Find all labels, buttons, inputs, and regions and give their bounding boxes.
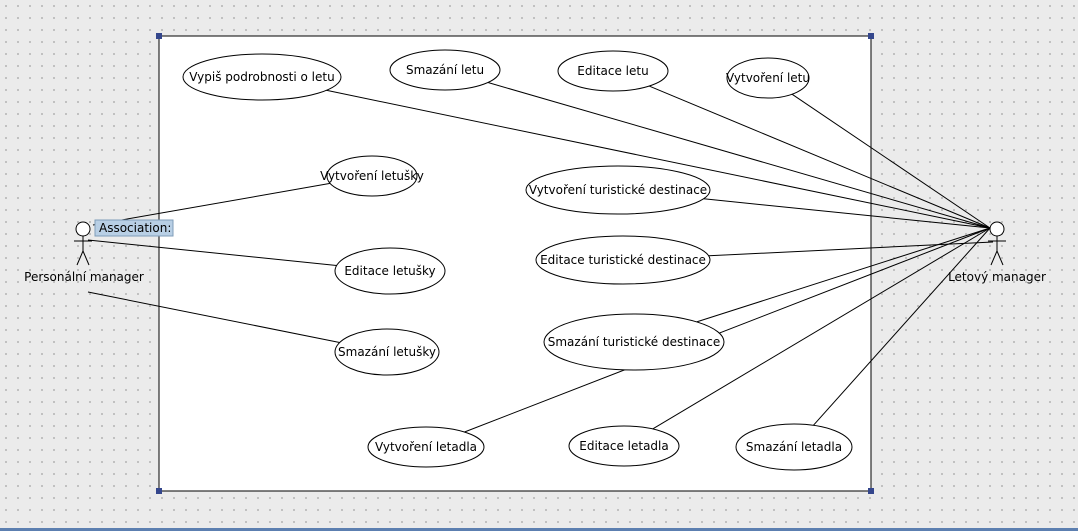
use-case-label: Editace turistické destinace — [540, 253, 706, 267]
use-case-vytvoreni-letadla[interactable]: Vytvoření letadla — [367, 426, 485, 468]
use-case-ellipse[interactable] — [535, 235, 711, 285]
use-case-editace-letu[interactable]: Editace letu — [557, 50, 669, 92]
use-case-label: Vypiš podrobnosti o letu — [189, 70, 334, 84]
use-case-label: Smazání letušky — [338, 345, 436, 359]
use-case-label: Smazání turistické destinace — [548, 335, 720, 349]
use-case-editace-letadla[interactable]: Editace letadla — [568, 425, 680, 467]
association-flight-editace-destinace[interactable] — [708, 241, 994, 257]
use-case-vytvoreni-destinace[interactable]: Vytvoření turistické destinace — [525, 165, 711, 215]
use-case-ellipse[interactable] — [735, 423, 853, 471]
use-case-label: Editace letadla — [579, 439, 668, 453]
use-case-smazani-destinace[interactable]: Smazání turistické destinace — [543, 313, 725, 371]
associations-layer — [87, 82, 994, 433]
use-case-ellipse[interactable] — [568, 425, 680, 467]
use-case-ellipse[interactable] — [557, 50, 669, 92]
actor-flight[interactable]: Letový manager — [948, 221, 1046, 284]
system-boundary[interactable] — [158, 35, 872, 492]
use-case-editace-destinace[interactable]: Editace turistické destinace — [535, 235, 711, 285]
actor-right-leg — [82, 250, 90, 266]
use-case-ellipse[interactable] — [326, 155, 418, 197]
actors-layer: Personální manager Letový manager — [24, 221, 1046, 284]
actor-head — [75, 221, 91, 237]
actor-left-leg — [76, 250, 84, 266]
association-flight-vytvoreni-letadla[interactable] — [464, 227, 991, 433]
use-case-label: Vytvoření letu — [726, 71, 810, 85]
use-case-label: Vytvoření letušky — [320, 169, 424, 183]
association-flight-smazani-destinace[interactable] — [696, 227, 991, 323]
use-case-ellipse[interactable] — [182, 53, 342, 101]
resize-handle-bottom-left[interactable] — [156, 488, 162, 494]
use-case-label: Editace letušky — [344, 264, 435, 278]
use-case-vytvoreni-letu[interactable]: Vytvoření letu — [726, 57, 810, 99]
association-flight-smazani-letu[interactable] — [487, 82, 991, 229]
actor-name: Letový manager — [948, 270, 1046, 284]
use-case-ellipse[interactable] — [334, 328, 440, 376]
tooltip-box — [94, 219, 174, 237]
use-case-editace-letusky[interactable]: Editace letušky — [334, 247, 446, 295]
association-personal-vytvoreni-letusky[interactable] — [92, 182, 331, 226]
use-case-label: Vytvoření turistické destinace — [529, 183, 707, 197]
actor-name: Personální manager — [24, 270, 144, 284]
use-case-label: Vytvoření letadla — [375, 440, 477, 454]
use-case-ellipse[interactable] — [726, 57, 810, 99]
association-flight-vytvoreni-destinace[interactable] — [703, 198, 991, 229]
use-case-vytvoreni-letusky[interactable]: Vytvoření letušky — [320, 155, 424, 197]
resize-handle-top-right[interactable] — [868, 33, 874, 39]
use-case-ellipse[interactable] — [389, 49, 501, 91]
association-personal-smazani-letusky[interactable] — [87, 291, 340, 343]
use-case-label: Editace letu — [577, 64, 648, 78]
tooltip-text: Association: — [99, 221, 171, 235]
association-tooltip: Association: — [94, 219, 174, 237]
actor-right-leg — [996, 250, 1004, 266]
use-case-ellipse[interactable] — [334, 247, 446, 295]
use-case-smazani-letusky[interactable]: Smazání letušky — [334, 328, 440, 376]
use-case-label: Smazání letadla — [746, 440, 842, 454]
association-flight-vytvoreni-letu[interactable] — [791, 93, 991, 229]
resize-handle-top-left[interactable] — [156, 33, 162, 39]
actor-left-leg — [990, 250, 998, 266]
use-case-label: Smazání letu — [406, 63, 484, 77]
association-personal-editace-letusky[interactable] — [87, 239, 337, 266]
association-flight-editace-letu[interactable] — [649, 85, 991, 229]
association-flight-smazani-letadla[interactable] — [813, 227, 991, 426]
resize-handle-bottom-right[interactable] — [868, 488, 874, 494]
use-case-ellipse[interactable] — [543, 313, 725, 371]
actor-head — [989, 221, 1005, 237]
use-case-smazani-letadla[interactable]: Smazání letadla — [735, 423, 853, 471]
use-case-vypis[interactable]: Vypiš podrobnosti o letu — [182, 53, 342, 101]
association-flight-vypis[interactable] — [326, 89, 991, 229]
use-case-smazani-letu[interactable]: Smazání letu — [389, 49, 501, 91]
bottom-status-strip — [0, 528, 1078, 531]
association-flight-editace-letadla[interactable] — [652, 227, 991, 430]
actor-personal[interactable]: Personální manager — [24, 221, 144, 284]
use-case-ellipse[interactable] — [525, 165, 711, 215]
use-case-ellipse[interactable] — [367, 426, 485, 468]
